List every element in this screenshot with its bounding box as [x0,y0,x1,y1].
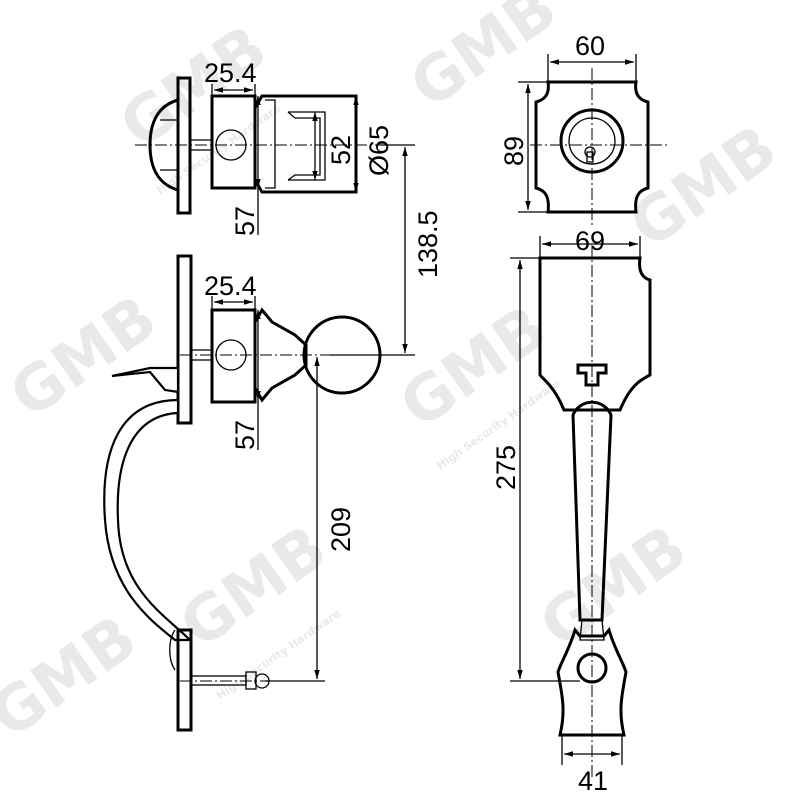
front-top-height-label: 89 [499,136,529,166]
watermark-logo-text: GMB [387,291,560,442]
knob-cross-bore-label: 57 [230,420,260,450]
center-distance-label: 138.5 [413,210,443,278]
front-bottom-width-label: 41 [578,766,608,796]
front-plate-height-group: 275 [491,445,521,490]
deadbolt-rose-dia-group: Ø65 [364,125,394,176]
watermark-logo-text: GMB [617,111,790,262]
watermark-logo-5: GMB [617,111,790,262]
deadbolt-cross-bore-group: 57 [230,206,260,236]
front-top-dimension-lines [518,54,637,213]
watermark-logo-text: GMB [397,0,570,122]
deadbolt-front-view [530,68,670,225]
watermark-logo-text: GMB [0,601,150,752]
deadbolt-rose-dia-label: Ø65 [364,125,394,176]
center-distance-group: 138.5 [413,210,443,278]
watermark-logo-2: GMB [397,0,570,122]
front-plate-width-label: 69 [575,226,605,256]
watermark-logo-6: GMB [167,511,340,662]
front-plate-dimension-lines [510,236,641,765]
knob-cross-bore-group: 57 [230,420,260,450]
deadbolt-bore-group: 52 [326,135,356,165]
watermark-logo-4: GMB [387,291,560,442]
knob-backset-label: 25.4 [204,271,257,301]
deadbolt-bore-label: 52 [326,135,356,165]
deadbolt-cross-bore-label: 57 [230,206,260,236]
front-top-height-group: 89 [499,136,529,166]
handle-to-knob-label: 209 [326,507,356,552]
deadbolt-backset-label: 25.4 [204,58,257,88]
front-top-width-label: 60 [575,31,605,61]
knob-dimension-lines [211,296,325,682]
handleset-front-view [538,245,652,780]
handle-to-knob-group: 209 [326,507,356,552]
watermark-logo-text: GMB [167,511,340,662]
watermark-logo-8: GMB [0,601,150,752]
front-plate-height-label: 275 [491,445,521,490]
deadbolt-dimension-lines [211,84,359,235]
handleset-side-view [103,254,395,732]
